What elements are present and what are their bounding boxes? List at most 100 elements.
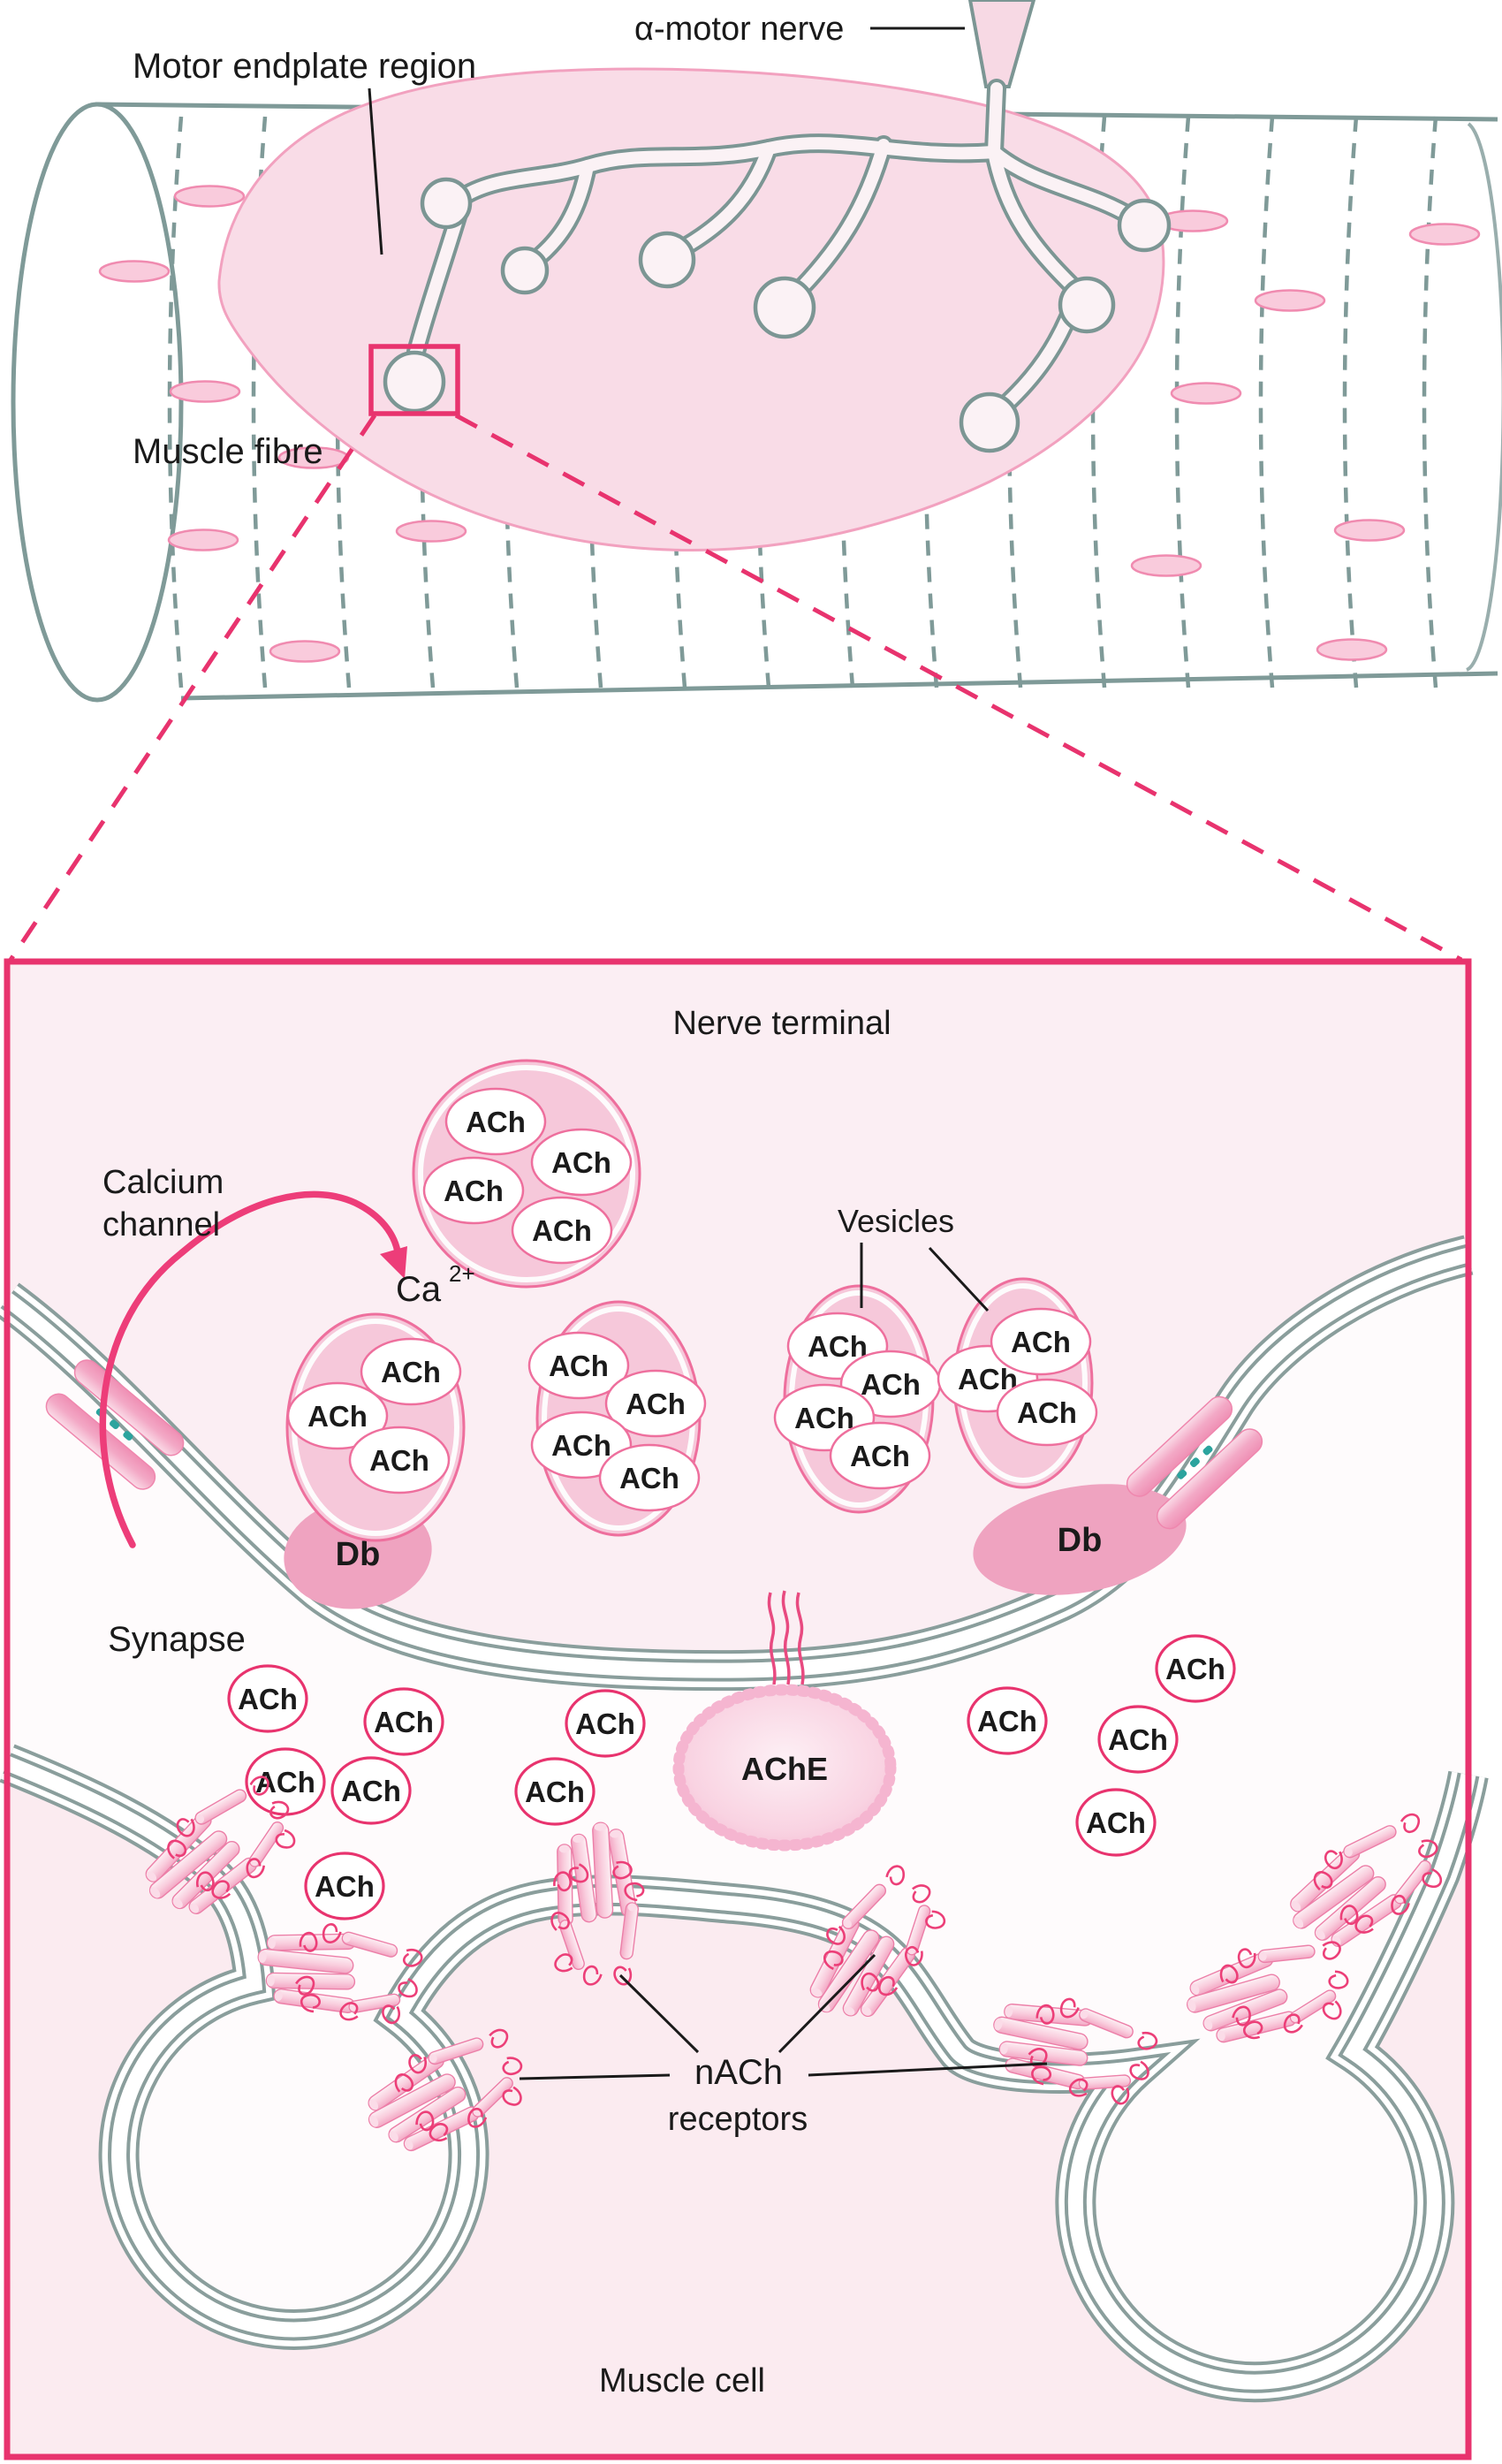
- ach-molecule: ACh: [245, 1747, 326, 1816]
- receptor-loop: [1339, 1905, 1359, 1926]
- receptor-helix: [248, 1821, 284, 1867]
- channel-subunit: [1126, 1396, 1233, 1497]
- receptor-helix-rod: [341, 1931, 398, 1958]
- vesicle-ach: [530, 1128, 633, 1197]
- muscle-nucleus: [395, 520, 467, 543]
- receptor-loop: [612, 1860, 633, 1880]
- receptor-helix-cap: [1293, 1916, 1304, 1928]
- receptor-loop: [467, 2107, 488, 2128]
- receptor-loop: [1059, 1997, 1080, 2019]
- calcium-influx-arrow: [99, 1190, 407, 1548]
- receptor-helix-rod: [388, 2086, 467, 2143]
- receptor-helix-cap: [404, 2139, 413, 2150]
- ca-ion-superscript: 2+: [449, 1260, 475, 1287]
- receptor-loop: [246, 1858, 266, 1879]
- terminal-bouton: [753, 276, 816, 339]
- motor-endplate-blob: [217, 67, 1165, 551]
- receptor-helix: [1079, 2008, 1134, 2039]
- ca-ion-label: Ca: [396, 1270, 442, 1309]
- ach-molecule-label: ACh: [238, 1683, 298, 1715]
- receptor-helix: [388, 2086, 467, 2143]
- nach-receptors-label-1: nACh: [694, 2053, 783, 2092]
- vesicle-ach-label: ACh: [532, 1214, 592, 1247]
- receptor-loop: [1129, 2060, 1149, 2080]
- vesicle-ach: [829, 1421, 931, 1490]
- db-label: Db: [1058, 1522, 1103, 1559]
- branch-core: [988, 146, 1137, 223]
- receptor-loop: [861, 1972, 880, 1992]
- receptor-helix-rod: [1314, 1876, 1386, 1941]
- ach-molecule-outline: [1097, 1705, 1179, 1774]
- receptor-loop: [322, 1923, 342, 1943]
- alpha-motor-nerve-trunk: [967, 0, 1036, 88]
- receptor-loop: [176, 1818, 195, 1837]
- muscle-nucleus: [1130, 554, 1202, 577]
- receptor-helix-rod: [1289, 1989, 1337, 2024]
- receptor-helix: [1293, 1865, 1375, 1929]
- vesicle-ach: [990, 1307, 1092, 1376]
- receptor-helix-cap: [594, 1822, 607, 1831]
- receptor-loop: [1111, 2085, 1130, 2105]
- vesicle-ach: [348, 1426, 451, 1494]
- receptor-helix: [265, 1972, 356, 1990]
- ach-molecule-outline: [565, 1689, 646, 1758]
- receptor-helix: [257, 1948, 354, 1974]
- calcium-channel: [1126, 1396, 1263, 1530]
- zoom-projection-right: [454, 413, 1463, 962]
- nach-receptors-label-2: receptors: [668, 2101, 808, 2138]
- receptor-helix-cap: [811, 1988, 823, 1997]
- channel-pore-dot: [110, 1419, 120, 1430]
- vesicle-ach: [996, 1378, 1098, 1447]
- receptor-loop: [1243, 2020, 1263, 2040]
- receptor-loop: [582, 1965, 603, 1986]
- receptor-loop: [1322, 2000, 1342, 2020]
- receptor-helix-rod: [472, 2077, 513, 2118]
- ach-molecule: ACh: [330, 1756, 412, 1825]
- receptor-helix-cap: [368, 2115, 379, 2127]
- receptor-helix-rod: [148, 1830, 228, 1899]
- receptor-helix-rod: [248, 1821, 284, 1867]
- receptor-helix-cap: [861, 2006, 872, 2016]
- receptor-helix: [592, 1821, 614, 1919]
- ach-molecule: ACh: [227, 1664, 308, 1733]
- receptor-helix-rod: [368, 2073, 456, 2128]
- receptor-helix-cap: [389, 2131, 398, 2142]
- ach-molecule-label: ACh: [315, 1870, 375, 1903]
- nach-receptor-cluster: [809, 1865, 946, 2018]
- dense-bar-shape: [973, 1484, 1187, 1595]
- receptor-loop: [429, 2123, 449, 2142]
- ach-molecule-outline: [967, 1686, 1048, 1755]
- receptor-helix: [368, 2073, 456, 2128]
- channel-subunit: [73, 1359, 185, 1456]
- receptor-loop: [885, 1865, 906, 1886]
- terminal-bouton: [1058, 276, 1116, 334]
- receptor-loop: [1283, 2013, 1303, 2034]
- ache-body: [672, 1684, 897, 1852]
- ach-molecule: ACh: [1075, 1788, 1157, 1857]
- receptor-loop: [1035, 2004, 1055, 2025]
- receptor-helix-rod: [194, 1789, 247, 1825]
- receptor-helix-rod: [1187, 1973, 1280, 2013]
- channel-pore-dot: [1177, 1469, 1187, 1479]
- zoom-projection-left: [8, 414, 377, 962]
- receptor-helix-cap: [1291, 1901, 1301, 1912]
- nach-pointer-upleft: [618, 1973, 700, 2054]
- vesicle-ach-label: ACh: [861, 1368, 921, 1401]
- receptor-loop: [1418, 1839, 1438, 1859]
- ach-molecule-outline: [304, 1852, 385, 1920]
- fibre-left-cap: [11, 102, 184, 703]
- receptor-loop: [502, 2057, 523, 2076]
- db-label: Db: [336, 1536, 381, 1573]
- receptor-helix-cap: [274, 1990, 283, 2002]
- receptor-helix-cap: [1217, 2030, 1225, 2042]
- vesicle-ach: [422, 1156, 525, 1225]
- fibre-bottom-edge: [180, 671, 1498, 701]
- motor-endplate-pointer: [368, 87, 383, 255]
- receptor-helix-rod: [348, 1993, 401, 2013]
- receptor-loop: [1400, 1813, 1421, 1833]
- receptor-helix: [1314, 1876, 1386, 1941]
- ach-molecule-label: ACh: [575, 1707, 635, 1740]
- nach-receptor-cluster: [368, 2028, 523, 2152]
